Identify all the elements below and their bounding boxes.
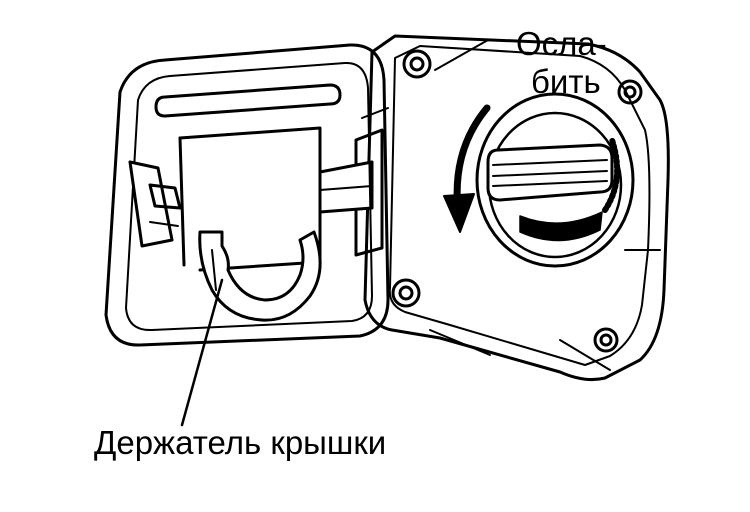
cap-holder-label: Держатель крышки	[94, 424, 387, 461]
housing-bolt-top-left	[402, 49, 432, 79]
loosen-label-line2: бить	[531, 63, 601, 100]
loosen-arrow	[443, 104, 491, 233]
holder-leader-line	[180, 278, 224, 427]
fuel-door	[104, 43, 390, 347]
door-hinge	[318, 107, 389, 257]
loosen-label-line1: Осла-	[516, 25, 607, 62]
housing-bolt-top-right	[617, 79, 643, 105]
filler-housing	[363, 34, 670, 381]
cap-holder	[198, 230, 322, 322]
fuel-cap	[475, 92, 635, 268]
housing-bolt-bottom-right	[593, 327, 619, 353]
housing-bolt-bottom-left	[391, 278, 421, 308]
